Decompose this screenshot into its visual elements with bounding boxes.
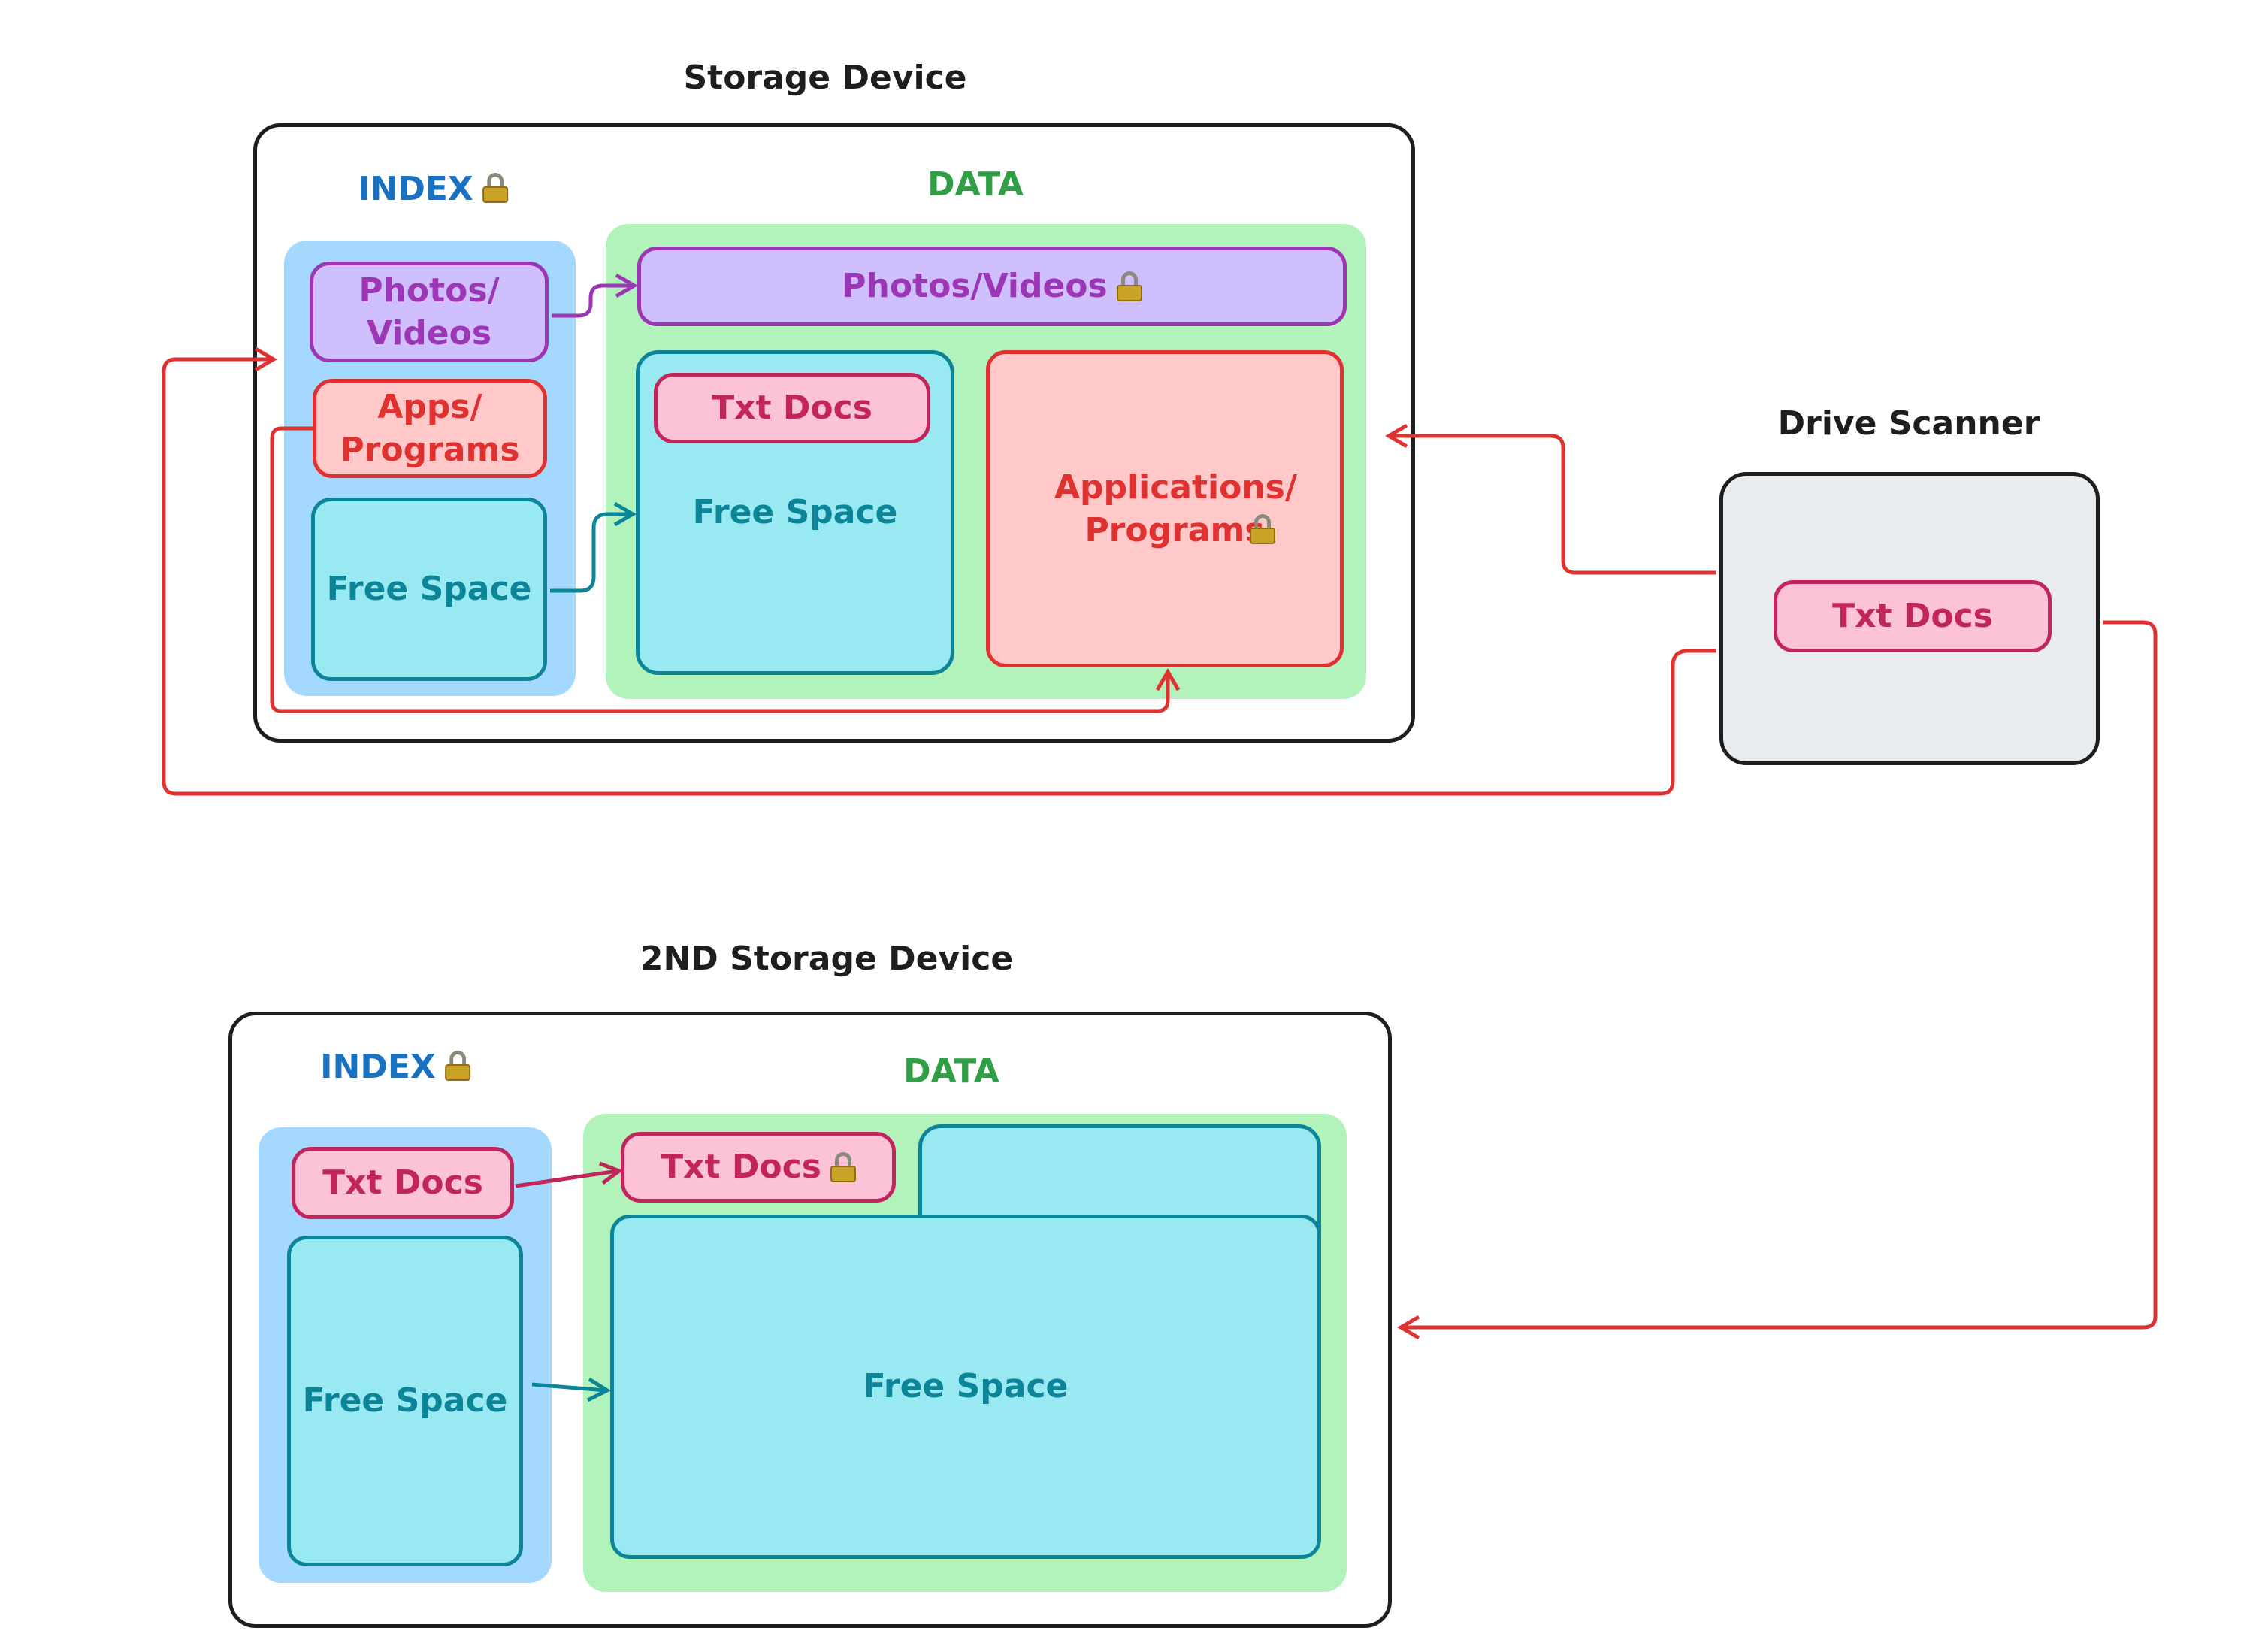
scanner-txt-docs[interactable]: Txt Docs: [1774, 580, 2052, 652]
data-txt-docs[interactable]: Txt Docs: [654, 373, 930, 443]
lock-icon: [1116, 271, 1142, 301]
arrow-scanner-data: [1389, 434, 1716, 575]
data-header: DATA: [927, 165, 1024, 204]
data-txt-docs-2[interactable]: Txt Docs: [621, 1132, 896, 1203]
data-free-space-2[interactable]: Free Space: [610, 1215, 1321, 1559]
index-photos-videos[interactable]: Photos/ Videos: [310, 262, 549, 362]
index-header-2: INDEX: [320, 1048, 470, 1086]
arrow-scanner-device2: [1401, 620, 2158, 1330]
arrow-free-space-2: [531, 1382, 606, 1393]
arrow-txt-docs-2: [515, 1169, 618, 1188]
data-photos-videos[interactable]: Photos/Videos: [637, 247, 1347, 326]
data-free-space-label: Free Space: [692, 493, 898, 531]
second-storage-device-title: 2ND Storage Device: [640, 939, 1014, 978]
data-applications-label: Applications/ Programs: [1054, 467, 1297, 549]
index-free-space[interactable]: Free Space: [311, 498, 547, 681]
data-header-2: DATA: [903, 1052, 999, 1091]
index-label-2: INDEX: [320, 1048, 436, 1086]
index-header: INDEX: [358, 170, 508, 208]
data-txt-docs-label-2: Txt Docs: [661, 1148, 821, 1187]
lock-icon: [482, 173, 508, 203]
arrow-free-space: [550, 512, 631, 593]
lock-icon: [1250, 514, 1275, 544]
storage-device-title: Storage Device: [683, 59, 967, 97]
lock-icon: [830, 1152, 856, 1182]
arrow-scanner-index: [162, 357, 1716, 796]
data-applications-programs[interactable]: Applications/ Programs: [986, 350, 1344, 667]
data-photos-videos-label: Photos/Videos: [842, 267, 1108, 306]
index-txt-docs-2[interactable]: Txt Docs: [292, 1147, 514, 1219]
index-free-space-2[interactable]: Free Space: [287, 1236, 523, 1566]
lock-icon: [444, 1051, 470, 1081]
index-apps-programs[interactable]: Apps/ Programs: [313, 379, 547, 478]
arrow-apps: [270, 426, 1170, 713]
index-label: INDEX: [358, 170, 473, 208]
arrow-photos: [552, 283, 633, 318]
drive-scanner-title: Drive Scanner: [1777, 404, 2040, 443]
